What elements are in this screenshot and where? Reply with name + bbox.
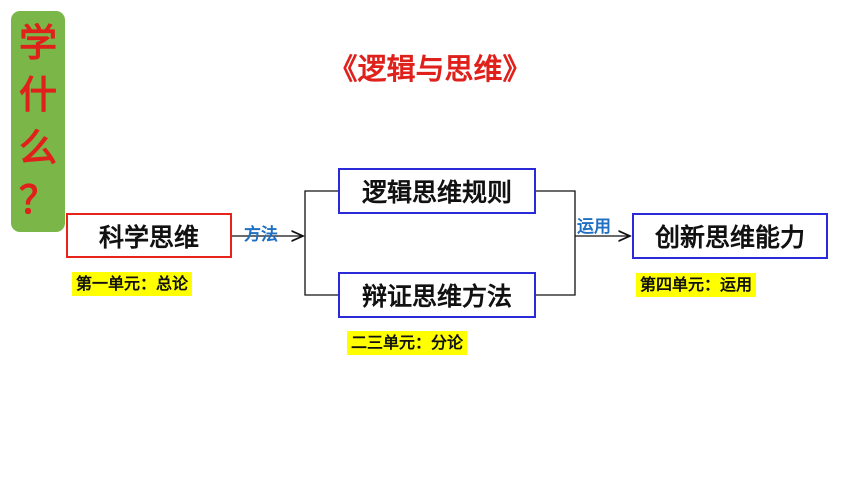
node-logic-rules: 逻辑思维规则: [338, 168, 536, 214]
left-bracket: [304, 190, 338, 296]
node-dialectic-methods: 辩证思维方法: [338, 272, 536, 318]
side-char: 什: [18, 73, 57, 118]
node-scientific-thinking: 科学思维: [66, 213, 232, 258]
side-char: 学: [18, 21, 57, 66]
side-tag-what-to-learn: 学 什 么 ？: [11, 11, 65, 232]
right-bracket: [536, 190, 576, 296]
unit-tag-2-3: 二三单元：分论: [347, 331, 468, 355]
unit-tag-4: 第四单元：运用: [636, 273, 757, 297]
side-char: ？: [18, 177, 57, 222]
edge-label-apply: 运用: [577, 217, 611, 237]
unit-tag-1: 第一单元：总论: [72, 272, 193, 296]
diagram-title: 《逻辑与思维》: [328, 52, 532, 86]
node-creative-thinking: 创新思维能力: [632, 213, 828, 259]
side-char: 么: [18, 125, 57, 170]
edge-label-method: 方法: [244, 225, 278, 245]
